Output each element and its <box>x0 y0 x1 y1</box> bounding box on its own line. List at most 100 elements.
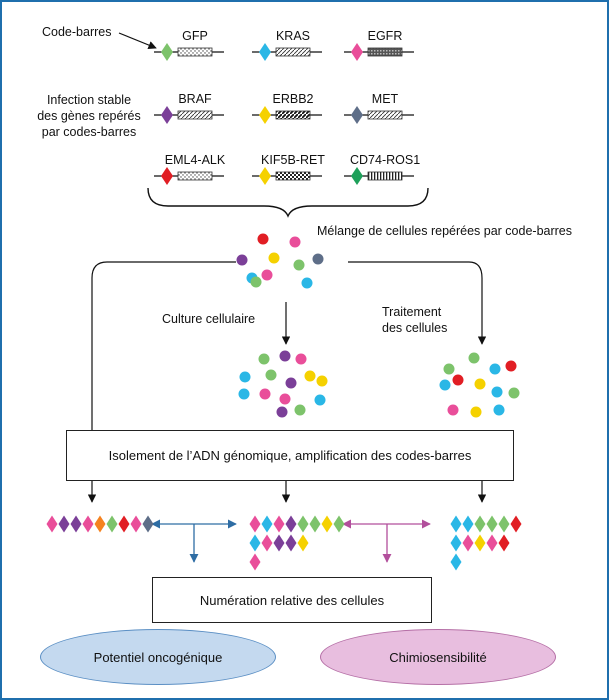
melange-label: Mélange de cellules repérées par code-ba… <box>317 224 573 238</box>
cell-dot <box>505 360 517 372</box>
sequence-diamond <box>474 515 486 533</box>
gene-label-erbb2: ERBB2 <box>272 92 314 106</box>
construct-kras <box>252 43 322 61</box>
gene-block <box>177 110 213 120</box>
barcode-diamond <box>351 43 363 61</box>
gene-label-eml4-alk: EML4-ALK <box>164 153 226 167</box>
cell-dot <box>295 353 307 365</box>
gene-label-cd74-ros1: CD74-ROS1 <box>350 153 421 167</box>
construct-cd74-ros1 <box>344 167 414 185</box>
sequence-diamond <box>510 515 522 533</box>
traitement-label: Traitement des cellules <box>382 304 447 336</box>
treatment-barcode-sequence <box>450 515 522 571</box>
sequence-diamond <box>70 515 82 533</box>
sequence-diamond <box>462 515 474 533</box>
gene-block <box>275 171 311 181</box>
sequence-diamond <box>106 515 118 533</box>
barcode-diamond <box>351 167 363 185</box>
cell-dot <box>250 276 262 288</box>
gene-block <box>367 171 403 181</box>
code-barres-pointer <box>118 32 157 50</box>
right-branch-arrow <box>348 261 487 345</box>
barcode-diamond <box>259 167 271 185</box>
sequence-diamond <box>285 515 297 533</box>
cell-dot <box>261 269 273 281</box>
traitement-line-1: Traitement <box>382 305 442 319</box>
sequence-diamond <box>462 534 474 552</box>
cell-dot <box>491 386 503 398</box>
sequence-diamond <box>142 515 154 533</box>
cell-dot <box>489 363 501 375</box>
sequence-diamond <box>450 515 462 533</box>
cell-dot <box>259 388 271 400</box>
cell-dot <box>265 369 277 381</box>
sequence-diamond <box>130 515 142 533</box>
cell-dot <box>439 379 451 391</box>
cell-dot <box>236 254 248 266</box>
gene-label-kif5b-ret: KIF5B-RET <box>261 153 325 167</box>
traitement-line-2: des cellules <box>382 321 448 335</box>
sequence-diamond <box>486 515 498 533</box>
left-branch-line <box>91 261 236 430</box>
barcode-diamond <box>161 167 173 185</box>
sequence-diamond <box>309 515 321 533</box>
barcode-diamond <box>259 106 271 124</box>
cell-dot <box>279 350 291 362</box>
sequence-diamond <box>261 515 273 533</box>
construct-gfp <box>154 43 224 61</box>
gene-label-met: MET <box>371 92 399 106</box>
construct-erbb2 <box>252 106 322 124</box>
cell-dot <box>301 277 313 289</box>
sequence-diamond <box>486 534 498 552</box>
cell-dot <box>268 252 280 264</box>
cell-dot <box>452 374 464 386</box>
numeration-box: Numération relative des cellules <box>152 577 432 623</box>
cell-dot <box>238 388 250 400</box>
sequence-diamond <box>273 534 285 552</box>
cell-dot <box>443 363 455 375</box>
construct-egfr <box>344 43 414 61</box>
sequence-diamond <box>333 515 345 533</box>
cell-dot <box>258 353 270 365</box>
sequence-diamond <box>498 515 510 533</box>
infection-line-1: Infection stable <box>46 93 132 107</box>
cell-dot <box>279 393 291 405</box>
cell-dot <box>289 236 301 248</box>
cell-dot <box>508 387 520 399</box>
gene-label-egfr: EGFR <box>367 29 403 43</box>
gene-label-gfp: GFP <box>182 29 208 43</box>
cell-dot <box>474 378 486 390</box>
sequence-diamond <box>261 534 273 552</box>
cell-dot <box>468 352 480 364</box>
sequence-diamond <box>118 515 130 533</box>
cell-dot <box>293 259 305 271</box>
barcode-diamond <box>161 43 173 61</box>
construct-met <box>344 106 414 124</box>
chemosensitivity-ellipse: Chimiosensibilité <box>320 629 556 685</box>
construct-braf <box>154 106 224 124</box>
initial-barcode-sequence <box>46 515 154 533</box>
cell-dot <box>239 371 251 383</box>
gene-block <box>177 171 213 181</box>
sequence-diamond <box>249 534 261 552</box>
sequence-diamond <box>498 534 510 552</box>
sequence-diamond <box>273 515 285 533</box>
gene-block <box>367 110 403 120</box>
sequence-diamond <box>297 515 309 533</box>
gene-block <box>177 47 213 57</box>
culture-label: Culture cellulaire <box>162 312 256 326</box>
code-barres-label: Code-barres <box>42 25 112 39</box>
gene-label-kras: KRAS <box>275 29 311 43</box>
treatment-cell-cluster <box>439 352 520 418</box>
gene-brace <box>147 187 429 218</box>
cell-dot <box>447 404 459 416</box>
cell-dot <box>285 377 297 389</box>
sequence-diamond <box>450 553 462 571</box>
cell-dot <box>316 375 328 387</box>
cell-dot <box>312 253 324 265</box>
sequence-diamond <box>297 534 309 552</box>
construct-eml4-alk <box>154 167 224 185</box>
gene-block <box>275 47 311 57</box>
